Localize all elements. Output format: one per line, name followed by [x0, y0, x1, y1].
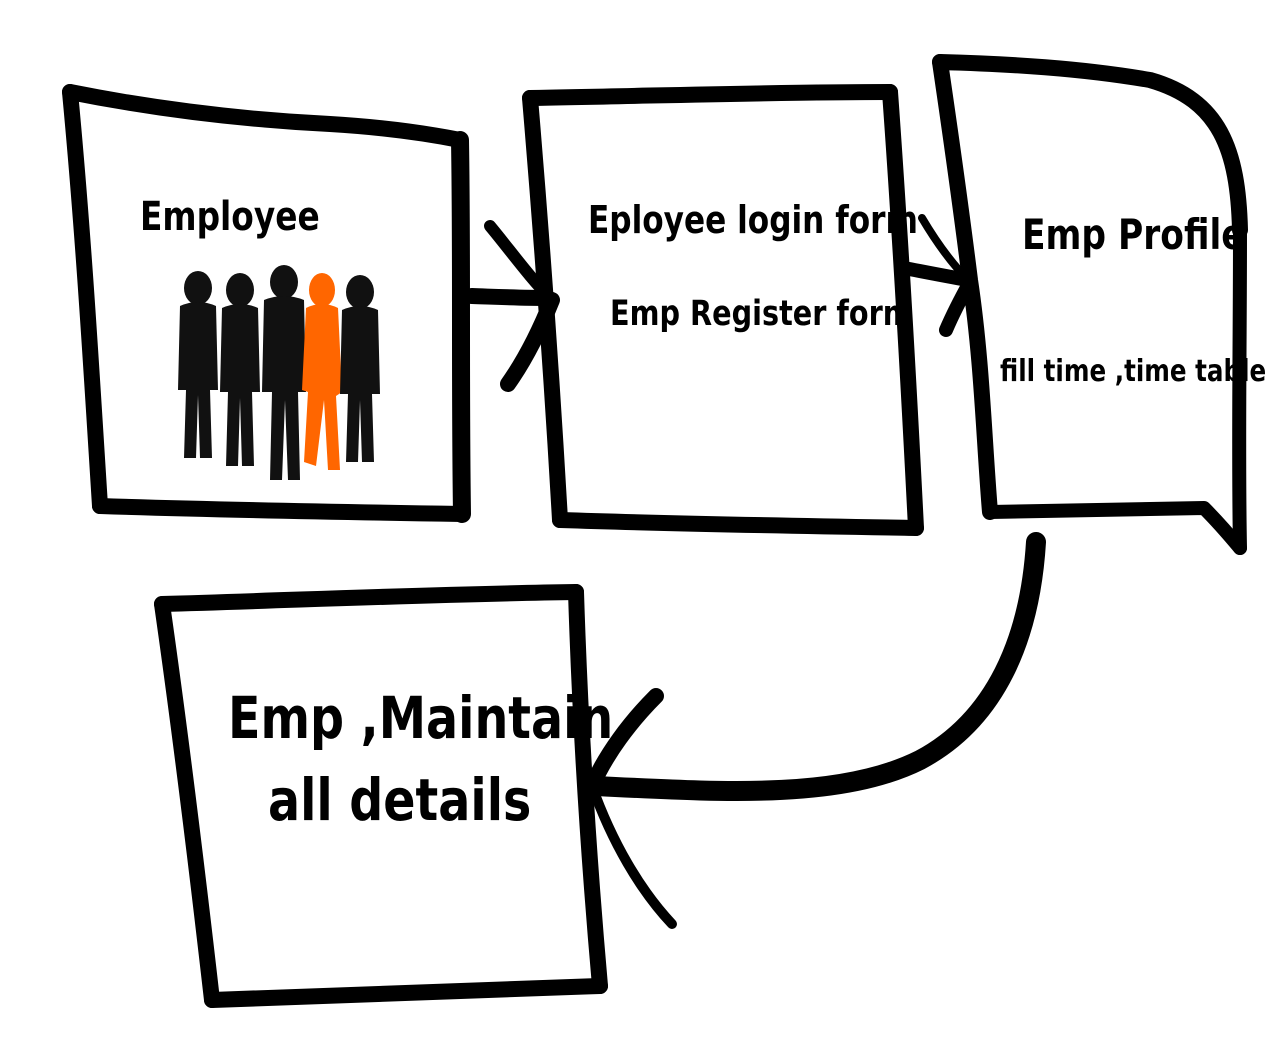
people-group-icon: [178, 265, 380, 480]
maintain-title-line2: all details: [268, 766, 532, 834]
person-silhouette: [340, 275, 380, 462]
register-form-label: Emp Register form: [610, 294, 913, 334]
person-silhouette-highlighted: [302, 273, 342, 470]
login-box: [522, 84, 924, 536]
person-silhouette: [220, 273, 260, 466]
employee-box: [62, 84, 471, 523]
login-form-label: Eployee login form: [588, 198, 919, 242]
person-silhouette: [178, 271, 218, 458]
arrow-profile-to-maintain: [584, 532, 1046, 929]
maintain-box: [154, 584, 608, 1008]
employee-title: Employee: [140, 194, 320, 240]
maintain-title-line1: Emp ,Maintain: [228, 684, 614, 752]
person-silhouette: [262, 265, 306, 480]
profile-subtitle: fill time ,time table: [1000, 354, 1267, 389]
profile-box: [932, 54, 1248, 555]
profile-title: Emp Profile: [1022, 210, 1245, 259]
